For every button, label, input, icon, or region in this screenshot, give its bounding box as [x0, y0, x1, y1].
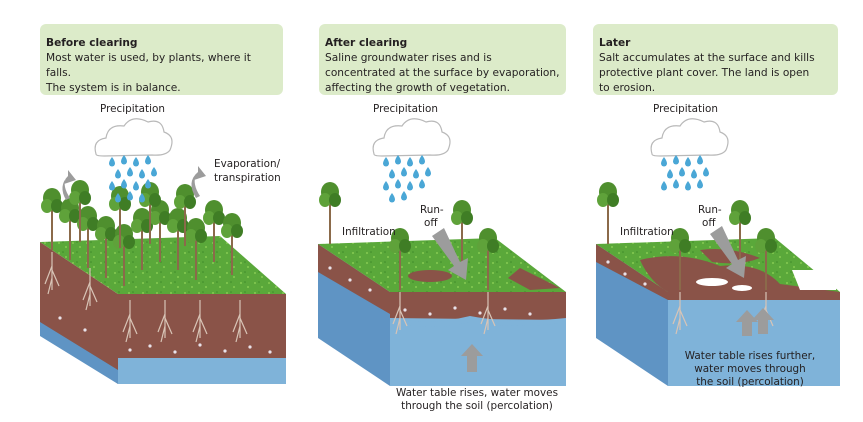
caption-after-clearing: After clearing Saline groundwater rises …: [319, 24, 566, 95]
precipitation-label: Precipitation: [100, 103, 165, 115]
caption-line: Saline groundwater rises and is: [325, 52, 492, 64]
water-table-line: through the soil (percolation): [401, 400, 553, 412]
caption-line: The system is in balance.: [46, 82, 181, 94]
runoff-arrow-icon: [710, 226, 746, 278]
caption-title: Before clearing: [46, 37, 138, 49]
caption-line: protective plant cover. The land is open: [599, 67, 810, 79]
runoff-label: Run-: [698, 204, 722, 216]
evaporation-arrow-icon: [191, 166, 206, 198]
panel-later: [596, 118, 840, 386]
caption-title: After clearing: [325, 37, 408, 49]
rain-drops-icon: [383, 155, 431, 203]
rain-drops-icon: [661, 155, 709, 191]
precipitation-label: Precipitation: [653, 103, 718, 115]
water-table-line: Water table rises further,: [684, 350, 816, 362]
runoff-label: Run-: [420, 204, 444, 216]
water-table-line: water moves through: [694, 363, 806, 375]
runoff-arrow-icon: [432, 228, 468, 280]
caption-title: Later: [599, 37, 631, 49]
runoff-label: off: [702, 217, 716, 229]
caption-line: affecting the growth of vegetation.: [325, 82, 510, 94]
transpiration-label: transpiration: [214, 172, 281, 184]
caption-later: Later Salt accumulates at the surface an…: [593, 24, 838, 95]
infiltration-label: Infiltration: [620, 226, 674, 238]
water-table-line: the soil (percolation): [696, 376, 804, 388]
cloud-icon: [94, 118, 173, 157]
infiltration-label: Infiltration: [342, 226, 396, 238]
cloud-icon: [650, 118, 729, 157]
caption-before-clearing: Before clearing Most water is used, by p…: [40, 24, 283, 95]
water-table-arrow-icon: [461, 344, 483, 372]
cloud-icon: [372, 118, 451, 157]
caption-line: Most water is used, by plants, where it …: [46, 52, 251, 79]
water-table-label: Water table rises, water moves through t…: [392, 387, 562, 413]
panel-after-clearing: [318, 118, 566, 386]
water-table-arrow-icon: [736, 310, 758, 336]
water-table-arrow-icon: [752, 308, 774, 334]
water-table-label: Water table rises further, water moves t…: [680, 350, 820, 389]
caption-line: to erosion.: [599, 82, 656, 94]
evaporation-label: Evaporation/: [214, 158, 281, 170]
runoff-label: off: [424, 217, 438, 229]
precipitation-label: Precipitation: [373, 103, 438, 115]
caption-line: concentrated at the surface by evaporati…: [325, 67, 560, 79]
evaporation-arrow-icon: [62, 170, 76, 200]
panel-before-clearing: [40, 118, 286, 384]
water-table-line: Water table rises, water moves: [396, 387, 558, 399]
caption-line: Salt accumulates at the surface and kill…: [599, 52, 815, 64]
